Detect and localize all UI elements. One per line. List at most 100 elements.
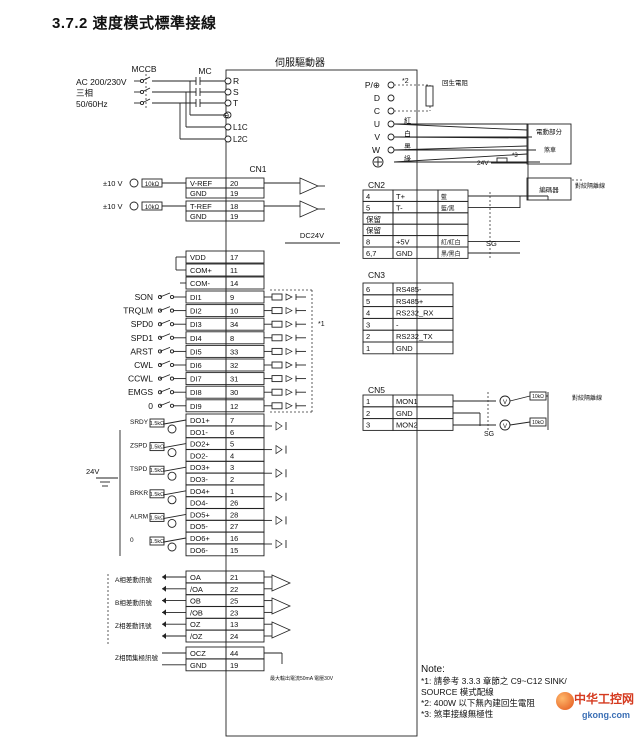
cn1-power-pin-box [225,250,265,264]
cn2-pin: 5 [366,203,370,212]
cn1-enc-pin: 25 [230,597,238,606]
do-supply-label: 24V [86,467,99,476]
di-switch [159,292,171,298]
mc-label: MC [198,66,211,76]
terminal-label-W: W [372,145,380,155]
cn1-analog-signal: GND [190,212,207,221]
cn1-enc-pin: 23 [230,608,238,617]
cn1-do-pin: 4 [230,451,234,460]
cn3-signal: GND [396,344,413,353]
cn2-sg-label: SG [486,239,497,248]
mccb-pole [139,100,145,106]
cn1-do-signal: DO3- [190,475,208,484]
cn3-pin: 6 [366,285,370,294]
cn1-power-pin-box [225,276,265,290]
do-wire [163,513,187,519]
cn3-pin: 5 [366,297,370,306]
cn1-di-pin: 32 [230,361,238,370]
terminal-label-R: R [233,76,239,86]
cn1-do-pin: 7 [230,416,234,425]
cn1-do-signal: DO2- [190,451,208,460]
cn1-di-signal: DI1 [190,293,202,302]
cn5-pin: 2 [366,409,370,418]
mon-resistor-label: 10kΩ [532,420,544,426]
cn1-analog-signal: V-REF [190,179,213,188]
di-resistor [271,334,283,342]
cn2-signal-box [392,223,439,237]
motor-wire-label-white: 白 [404,129,411,138]
cn2-wire-box [437,223,469,237]
do-load-resistor [149,512,165,522]
mccb-pole [139,89,145,95]
opto-led-icon [285,320,293,328]
enc-signal-label: Z相差動訊號 [115,621,152,630]
di-function-name: 0 [148,401,153,411]
cn1-enc-pin: 13 [230,620,238,629]
cn3-signal: RS232_RX [396,309,434,318]
cn1-analog-signal: T-REF [190,202,212,211]
do-opto-icon [275,515,283,526]
cn1-do-pin: 6 [230,428,234,437]
note-3: *3: 煞車接線無極性 [421,709,494,719]
watermark-logo: 中华工控网 gkong.com [556,688,641,728]
brake-label: 煞車 [544,146,556,154]
cn3-pin: 3 [366,320,370,329]
cn1-do-pin: 2 [230,475,234,484]
di-resistor [271,361,283,369]
cn1-di-pin: 30 [230,388,238,397]
cn2-signal: T- [396,203,403,212]
cn1-ocz-pin: 19 [230,661,238,670]
cn3-signal: RS485- [396,285,422,294]
terminal-W [387,146,395,154]
di-switch [159,374,171,379]
di-resistor [271,320,283,328]
cn1-power-signal: COM+ [190,266,212,275]
di-switch [159,360,171,366]
cn2-wire-color: 藍/黑 [441,204,455,212]
cn3-signal: RS232_TX [396,332,433,341]
do-diode-icon [167,471,177,481]
cn1-enc-signal: OB [190,597,201,606]
do-wire [163,419,187,425]
cn2-signal: T+ [396,192,406,201]
cn1-di-pin: 12 [230,402,238,411]
motor-wire-label-red: 紅 [404,116,411,125]
cn1-do-signal: DO6- [190,546,208,555]
supply-frequency: 50/60Hz [76,99,108,109]
di-function-name: SPD1 [131,333,153,343]
cn1-ocz-signal: GND [190,661,207,670]
analog-source-voltage: ±10 V [103,202,123,211]
cn1-analog-pin: 18 [230,202,238,211]
cn3-pin: 2 [366,332,370,341]
drive-title: 伺服驅動器 [275,56,325,69]
note-1-line-1: *1: 請參考 3.3.3 章節之 C9~C12 SINK/ [421,676,567,686]
cn1-di-pin: 33 [230,347,238,356]
enc-signal-label: A相差動訊號 [115,575,152,584]
regen-resistor [425,85,434,107]
do-function-name: BRKR [130,490,148,497]
cn1-di-signal: DI8 [190,388,202,397]
do-function-name: SRDY [130,419,149,426]
cn1-analog-signal: GND [190,189,207,198]
cn1-do-signal: DO2+ [190,440,210,449]
cn1-di-signal: DI3 [190,320,202,329]
cn1-power-signal: VDD [190,253,206,262]
cn1-power-pin: 14 [230,279,238,288]
cn1-enc-pin: 21 [230,573,238,582]
enc-arrow-icon [162,633,166,639]
cn1-do-pin: 27 [230,522,238,531]
cn2-pin: 6,7 [366,249,376,258]
terminal-label-L2C: L2C [233,135,248,144]
cn5-signal: MON2 [396,421,418,430]
cn1-enc-signal: OZ [190,620,201,629]
encoder-box [526,177,572,201]
watermark-text: 中华工控网 [574,692,635,706]
line-driver-icon [271,597,291,615]
cn2-wire-color: 黑/黑白 [441,250,461,258]
cn1-ocz-pin: 44 [230,649,238,658]
di-switch [159,333,171,339]
cn1-analog-pin-box [225,187,265,199]
di-function-name: TRQLM [123,306,153,316]
cn1-ocz-pin-box [225,658,265,672]
opto-led-icon [285,307,293,315]
